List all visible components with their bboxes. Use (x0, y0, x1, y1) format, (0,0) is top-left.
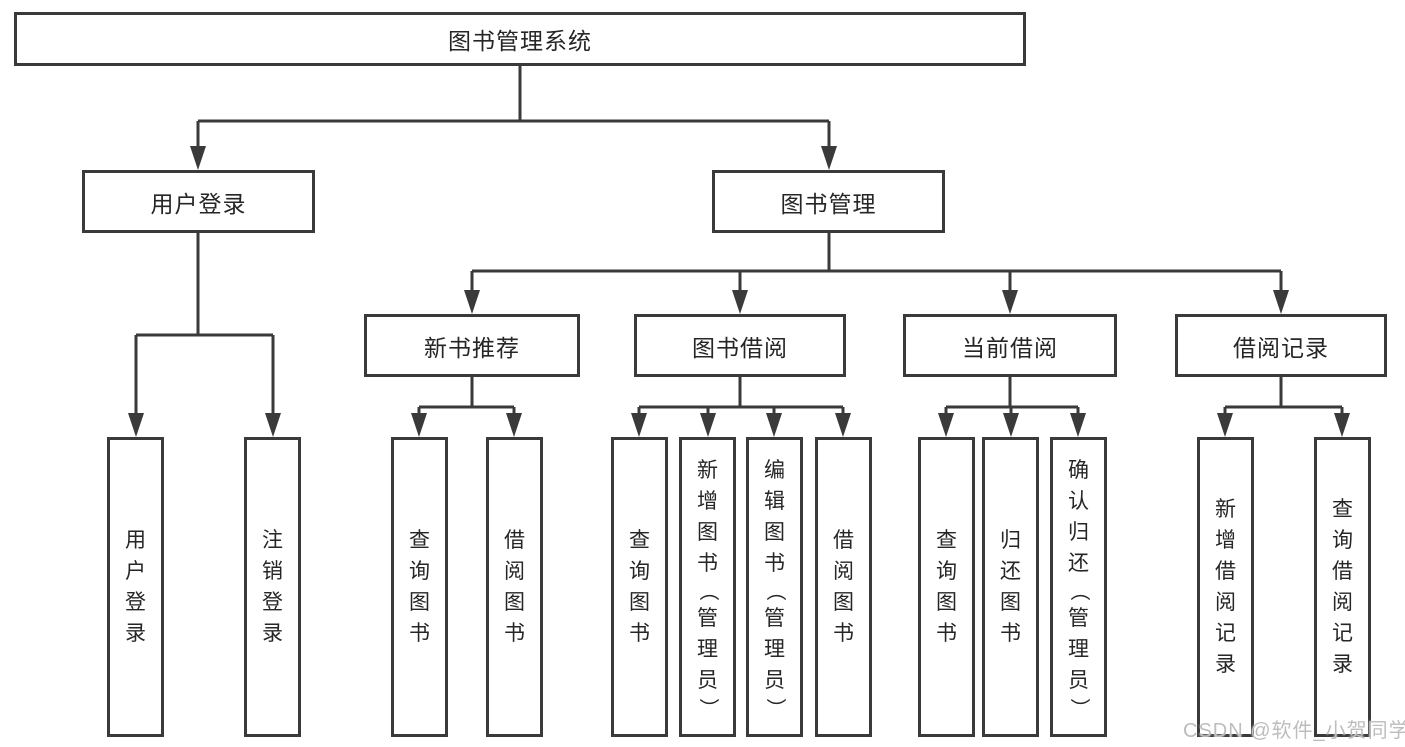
leaf-confirm-return-admin: 确认归还（管理员） (1050, 437, 1107, 737)
leaf-label: 新增借阅记录 (1215, 498, 1236, 676)
node-label: 图书管理 (780, 190, 877, 217)
leaf-label: 查询图书 (409, 529, 430, 645)
leaf-add-borrow-record: 新增借阅记录 (1197, 437, 1254, 737)
node-current-borrowing: 当前借阅 (903, 314, 1117, 377)
leaf-label: 注销登录 (262, 529, 283, 645)
node-new-book-recommendation: 新书推荐 (364, 314, 580, 377)
leaf-query-borrow-record: 查询借阅记录 (1314, 437, 1371, 737)
leaf-borrow-books-2: 借阅图书 (815, 437, 872, 737)
tree-edges (134, 66, 1344, 416)
node-user-login: 用户登录 (82, 170, 315, 233)
leaf-query-books-1: 查询图书 (391, 437, 448, 737)
leaf-label: 查询借阅记录 (1332, 498, 1353, 676)
leaf-label: 借阅图书 (504, 529, 525, 645)
node-label: 图书借阅 (692, 334, 788, 361)
leaf-label: 确认归还（管理员） (1067, 458, 1090, 718)
leaf-label: 查询图书 (629, 529, 650, 645)
leaf-label: 新增图书（管理员） (696, 458, 719, 718)
leaf-logout: 注销登录 (244, 437, 301, 737)
node-label: 借阅记录 (1233, 334, 1329, 361)
leaf-label: 归还图书 (1000, 529, 1021, 645)
csdn-watermark: CSDN @软件_小贺同学 (1183, 720, 1405, 742)
node-borrowing-records: 借阅记录 (1175, 314, 1387, 377)
leaf-label: 用户登录 (125, 529, 146, 645)
node-book-borrowing: 图书借阅 (634, 314, 846, 377)
leaf-label: 借阅图书 (833, 529, 854, 645)
node-library-management-system: 图书管理系统 (14, 12, 1026, 66)
node-label: 新书推荐 (424, 334, 520, 361)
leaf-query-books-3: 查询图书 (918, 437, 975, 737)
leaf-query-books-2: 查询图书 (611, 437, 668, 737)
node-label: 用户登录 (150, 190, 247, 217)
arrowhead-icons (128, 146, 1350, 437)
leaf-return-books: 归还图书 (982, 437, 1039, 737)
leaf-add-books-admin: 新增图书（管理员） (679, 437, 736, 737)
leaf-user-login: 用户登录 (107, 437, 164, 737)
node-label: 图书管理系统 (448, 28, 592, 54)
node-label: 当前借阅 (962, 334, 1058, 361)
leaf-label: 查询图书 (936, 529, 957, 645)
leaf-label: 编辑图书（管理员） (763, 458, 786, 718)
node-book-management: 图书管理 (712, 170, 945, 233)
leaf-edit-books-admin: 编辑图书（管理员） (746, 437, 803, 737)
leaf-borrow-books-1: 借阅图书 (486, 437, 543, 737)
